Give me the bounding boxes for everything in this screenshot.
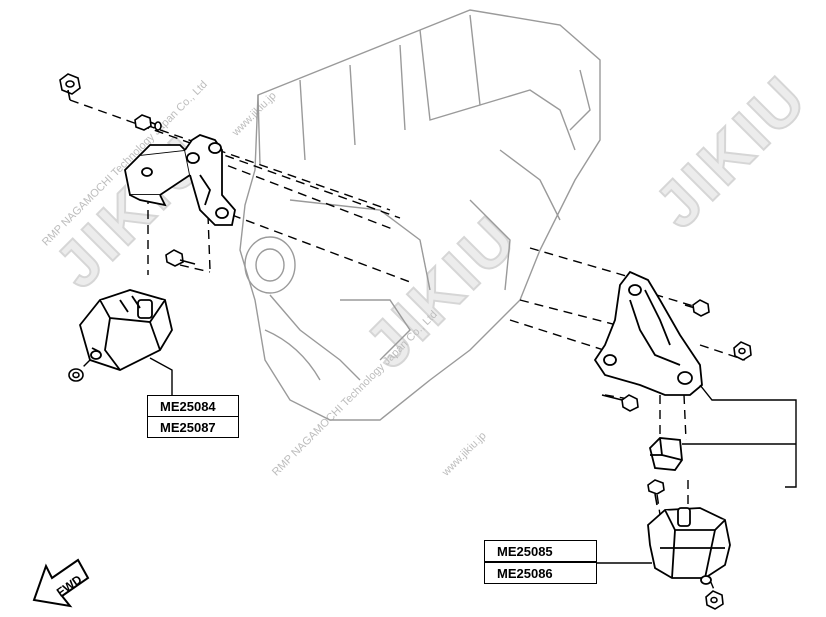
part-number-label: ME25086 xyxy=(484,562,597,584)
engine-block xyxy=(239,9,601,421)
left-leader-line xyxy=(149,357,173,395)
left-washer-nut xyxy=(68,368,84,382)
part-number-label: ME25087 xyxy=(147,416,239,438)
right-washer-nut xyxy=(705,590,724,610)
right-bolt-lower xyxy=(601,394,639,412)
left-bracket xyxy=(124,134,236,226)
left-top-nut xyxy=(59,73,81,101)
right-stopper xyxy=(649,437,683,471)
part-number-label: ME25084 xyxy=(147,395,239,417)
right-bolt-upper xyxy=(684,299,710,317)
right-engine-mount xyxy=(647,507,731,585)
right-stud xyxy=(647,479,665,506)
left-engine-mount xyxy=(79,289,173,371)
right-callout-lines xyxy=(597,384,797,564)
right-nut xyxy=(733,341,752,361)
left-bolt-upper xyxy=(134,114,162,131)
fwd-arrow-icon xyxy=(32,558,90,608)
right-bracket xyxy=(593,270,703,396)
alignment-lines xyxy=(69,99,746,593)
left-bolt-lower xyxy=(165,249,196,267)
part-number-label: ME25085 xyxy=(484,540,597,562)
